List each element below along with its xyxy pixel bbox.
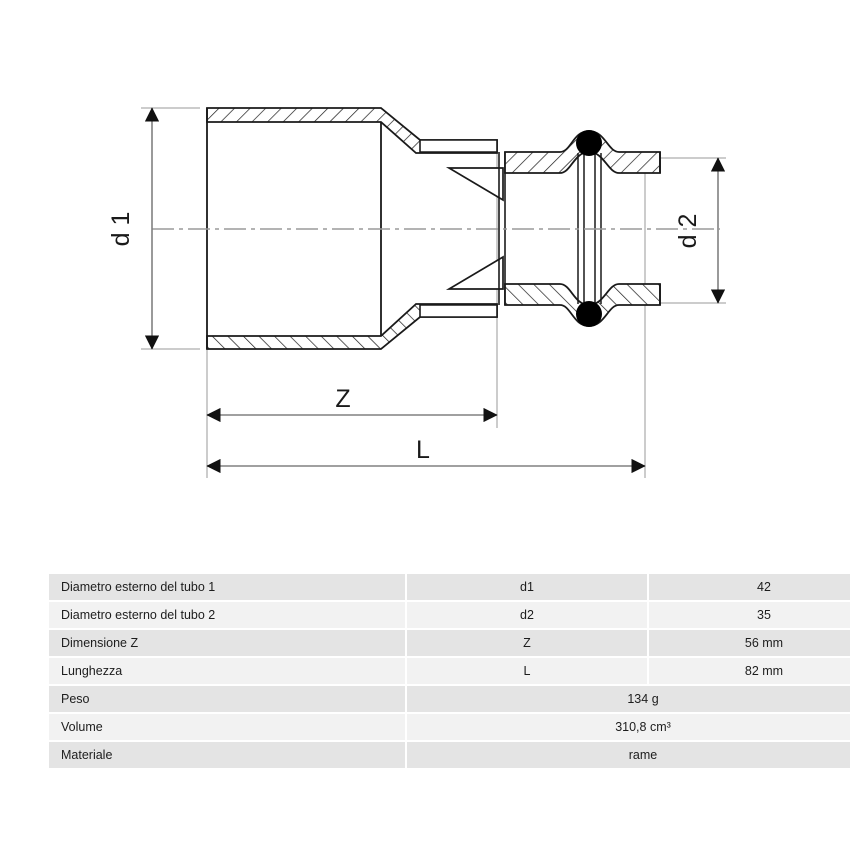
table-cell-label: Dimensione Z [49, 630, 405, 656]
dimension-label-d1: d 1 [107, 212, 135, 247]
table-cell-symbol: d1 [407, 574, 647, 600]
table-cell-label: Materiale [49, 742, 405, 768]
table-cell-value: 35 [649, 602, 850, 628]
dimension-label-l: L [416, 436, 430, 464]
dimension-label-z: Z [335, 385, 350, 413]
stop-edge-cone-top [445, 167, 504, 202]
table-cell-value: 82 mm [649, 658, 850, 684]
table-cell-label: Lunghezza [49, 658, 405, 684]
dimension-label-d2: d 2 [674, 214, 702, 249]
table-cell-label: Peso [49, 686, 405, 712]
technical-drawing: d 1 d 2 Z L [107, 107, 726, 478]
table-cell-value: 42 [649, 574, 850, 600]
dimension-l: L [206, 436, 646, 474]
table-cell-label: Diametro esterno del tubo 1 [49, 574, 405, 600]
table-cell-label: Diametro esterno del tubo 2 [49, 602, 405, 628]
table-cell-symbol: Z [407, 630, 647, 656]
o-ring-bead-top [576, 130, 602, 156]
table-cell-value: 56 mm [649, 630, 850, 656]
table-cell-value: 310,8 cm³ [407, 714, 850, 740]
stop-edge-collar-top [419, 139, 498, 153]
dimension-d1: d 1 [107, 107, 160, 350]
table-cell-value: 134 g [407, 686, 850, 712]
dimension-d2: d 2 [674, 157, 726, 304]
table-cell-label: Volume [49, 714, 405, 740]
reducer-body [206, 107, 661, 350]
drawing-svg: d 1 d 2 Z L [107, 107, 726, 478]
dimension-z: Z [206, 385, 498, 423]
stop-edge-cone-bottom [445, 255, 504, 290]
table-cell-symbol: d2 [407, 602, 647, 628]
stop-edge-collar-bottom [419, 304, 498, 318]
o-ring-bead-bottom [576, 301, 602, 327]
table-cell-symbol: L [407, 658, 647, 684]
table-cell-value: rame [407, 742, 850, 768]
